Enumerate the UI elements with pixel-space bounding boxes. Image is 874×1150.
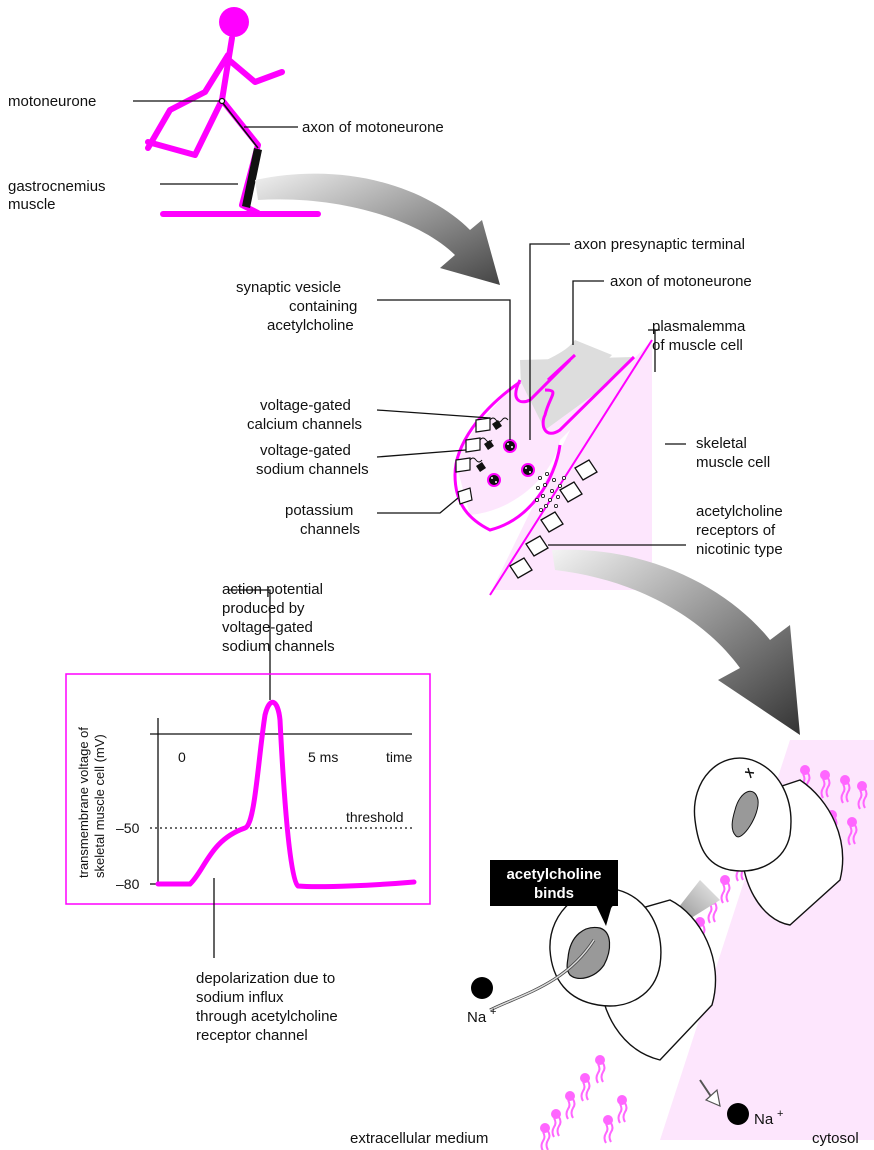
- label-skeletal-1: skeletal: [696, 435, 747, 452]
- callout-text-2: binds: [534, 885, 574, 902]
- label-motoneurone: motoneurone: [8, 93, 96, 110]
- gastrocnemius-muscle: [242, 148, 262, 208]
- label-achr-3: nicotinic type: [696, 541, 783, 558]
- label-achr-2: receptors of: [696, 522, 776, 539]
- closed-receptor-channel: [693, 757, 844, 926]
- label-extracellular: extracellular medium: [350, 1130, 488, 1147]
- y-axis-label-1: transmembrane voltage of: [76, 727, 91, 878]
- label-action-potential-2: produced by: [222, 600, 305, 617]
- runner-front-arm: [226, 57, 285, 85]
- action-potential-curve: [155, 700, 417, 890]
- x-tick-5ms: 5 ms: [308, 749, 338, 765]
- acetylcholine-binds-callout: [490, 860, 618, 906]
- graph-frame: [65, 673, 431, 905]
- label-calcium-2: calcium channels: [247, 416, 362, 433]
- na-label-outside: Na: [467, 1009, 487, 1026]
- label-sodium-1: voltage-gated: [260, 442, 351, 459]
- label-depolarization-3: through acetylcholine: [196, 1008, 338, 1025]
- label-achr-1: acetylcholine: [696, 503, 783, 520]
- runner-torso: [219, 35, 235, 103]
- label-vesicle-1: synaptic vesicle: [236, 279, 341, 296]
- neuromuscular-junction: [453, 339, 653, 596]
- action-potential-graph: 0 5 ms time –50 –80 threshold transmembr…: [65, 673, 431, 958]
- label-vesicle-3: acetylcholine: [267, 317, 354, 334]
- callout-text-1: acetylcholine: [506, 866, 601, 883]
- label-axon-junction: axon of motoneurone: [610, 273, 752, 290]
- threshold-label: threshold: [346, 809, 404, 825]
- label-action-potential-1: action potential: [222, 581, 323, 598]
- label-presynaptic-terminal: axon presynaptic terminal: [574, 236, 745, 253]
- muscle-plasmalemma: [489, 339, 653, 596]
- label-plasmalemma-1: plasmalemma: [652, 318, 746, 335]
- label-vesicle-2: containing: [289, 298, 357, 315]
- label-axon-runner: axon of motoneurone: [302, 119, 444, 136]
- label-calcium-1: voltage-gated: [260, 397, 351, 414]
- label-cytosol: cytosol: [812, 1130, 859, 1147]
- na-charge-outside: +: [490, 1006, 496, 1018]
- na-charge-inside: +: [777, 1108, 783, 1120]
- label-depolarization-4: receptor channel: [196, 1027, 308, 1044]
- label-depolarization-2: sodium influx: [196, 989, 284, 1006]
- big-arrow-1: [255, 173, 500, 285]
- x-axis-label: time: [386, 749, 413, 765]
- y-axis-label-2: skeletal muscle cell (mV): [92, 734, 107, 878]
- label-depolarization-1: depolarization due to: [196, 970, 335, 987]
- label-action-potential-4: sodium channels: [222, 638, 335, 655]
- na-label-inside: Na: [754, 1111, 774, 1128]
- y-tick-minus-80: –80: [116, 876, 140, 892]
- runner-back-leg: [145, 97, 225, 158]
- big-arrow-2: [552, 549, 800, 735]
- label-action-potential-3: voltage-gated: [222, 619, 313, 636]
- receptor-channel-panel: [471, 740, 874, 1150]
- label-skeletal-2: muscle cell: [696, 454, 770, 471]
- y-tick-minus-50: –50: [116, 820, 140, 836]
- label-potassium-1: potassium: [285, 502, 353, 519]
- label-potassium-2: channels: [300, 521, 360, 538]
- label-sodium-2: sodium channels: [256, 461, 369, 478]
- na-ion-outside: [471, 977, 493, 999]
- label-gastrocnemius: gastrocnemius: [8, 178, 106, 195]
- label-gastrocnemius-2: muscle: [8, 196, 56, 213]
- na-ion-inside: [727, 1103, 749, 1125]
- runner-head: [219, 7, 249, 37]
- label-plasmalemma-2: of muscle cell: [652, 337, 743, 354]
- x-tick-0: 0: [178, 749, 186, 765]
